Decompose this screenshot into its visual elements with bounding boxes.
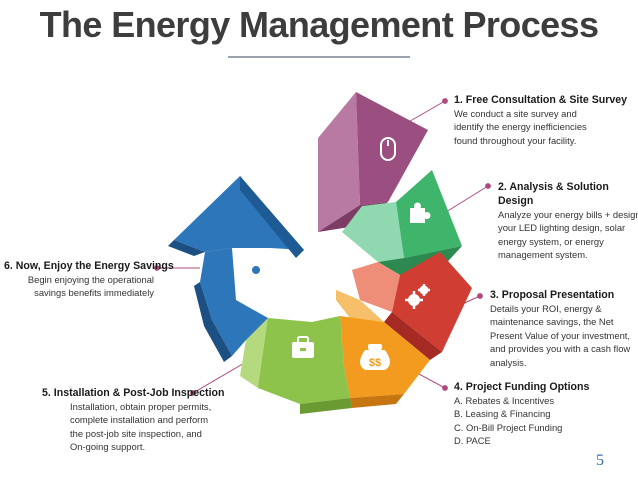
page-title: The Energy Management Process	[39, 4, 599, 45]
mouse-icon	[380, 137, 396, 161]
step-line: savings benefits immediately	[34, 287, 154, 299]
step-line: the post-job site inspection, and	[70, 427, 202, 439]
step-title: 3. Proposal Presentation	[490, 289, 615, 301]
step-description: Installation, obtain proper permits, com…	[42, 400, 224, 454]
connector-lines	[154, 98, 491, 396]
step-title: 4. Project Funding Options	[454, 381, 590, 393]
step-line: Begin enjoying the operational	[27, 274, 154, 285]
step-line: your LED lighting design, solar	[498, 222, 626, 234]
step-line: Analyze your energy bills + design	[498, 209, 638, 220]
step-2: 2. Analysis & Solution Design Analyze yo…	[498, 180, 638, 262]
segment-step5	[240, 316, 352, 414]
step-line: maintenance savings, the Net	[490, 316, 614, 328]
connector-dot-step1	[442, 98, 448, 104]
step-line: complete installation and perform	[70, 414, 209, 426]
step-line: found throughout your facility.	[454, 134, 577, 146]
gears-icon	[405, 284, 430, 309]
step-title: 1. Free Consultation & Site Survey	[454, 94, 628, 106]
step-title: 6. Now, Enjoy the Energy Savings	[4, 260, 174, 272]
connector-dot-step4	[442, 385, 448, 391]
step-line: identify the energy inefficiencies	[454, 121, 587, 133]
step-1: 1. Free Consultation & Site Survey We co…	[454, 93, 627, 147]
step-description: Analyze your energy bills + design your …	[498, 208, 638, 262]
connector-dot-step6	[154, 265, 160, 271]
title-underline	[228, 56, 410, 58]
step-line: energy system, or energy	[498, 235, 604, 247]
connector-dot-step3	[477, 293, 483, 299]
segment-step6	[168, 176, 304, 362]
step-6: 6. Now, Enjoy the Energy Savings Begin e…	[4, 259, 174, 300]
step-description: A. Rebates & Incentives B. Leasing & Fin…	[454, 394, 589, 448]
page-number: 5	[596, 452, 604, 469]
step-line: Details your ROI, energy &	[490, 303, 602, 314]
money-bag-icon: $$	[360, 344, 390, 370]
connector-step1	[404, 100, 446, 125]
step-line: and provides you with a cash flow	[490, 343, 631, 355]
connector-step5	[192, 361, 247, 394]
segment-step3	[352, 252, 472, 360]
globe-search-icon	[236, 250, 265, 280]
step-line: We conduct a site survey and	[454, 108, 577, 119]
step-line: management system.	[498, 249, 588, 261]
step-line: Installation, obtain proper permits,	[70, 401, 212, 412]
connector-step2	[445, 185, 489, 213]
step-line: analysis.	[490, 356, 527, 368]
step-line: Present Value of your investment,	[490, 329, 631, 341]
puzzle-icon	[410, 202, 431, 223]
step-title: 5. Installation & Post-Job Inspection	[42, 387, 225, 399]
connector-dot-step5	[190, 390, 196, 396]
step-3: 3. Proposal Presentation Details your RO…	[490, 288, 630, 369]
step-line: B. Leasing & Financing	[454, 408, 551, 420]
connector-dot-step2	[485, 183, 491, 189]
step-line: C. On-Bill Project Funding	[454, 421, 563, 433]
step-4: 4. Project Funding Options A. Rebates & …	[454, 380, 589, 448]
step-line: A. Rebates & Incentives	[454, 395, 555, 406]
step-description: We conduct a site survey and identify th…	[454, 107, 627, 147]
step-title: 2. Analysis & Solution Design	[498, 181, 609, 207]
svg-text:$$: $$	[369, 357, 381, 369]
step-line: D. PACE	[454, 435, 491, 447]
step-5: 5. Installation & Post-Job Inspection In…	[42, 386, 224, 454]
step-description: Details your ROI, energy & maintenance s…	[490, 302, 630, 369]
briefcase-icon	[292, 336, 314, 358]
step-description: Begin enjoying the operational savings b…	[4, 273, 154, 300]
step-line: On-going support.	[70, 441, 146, 453]
